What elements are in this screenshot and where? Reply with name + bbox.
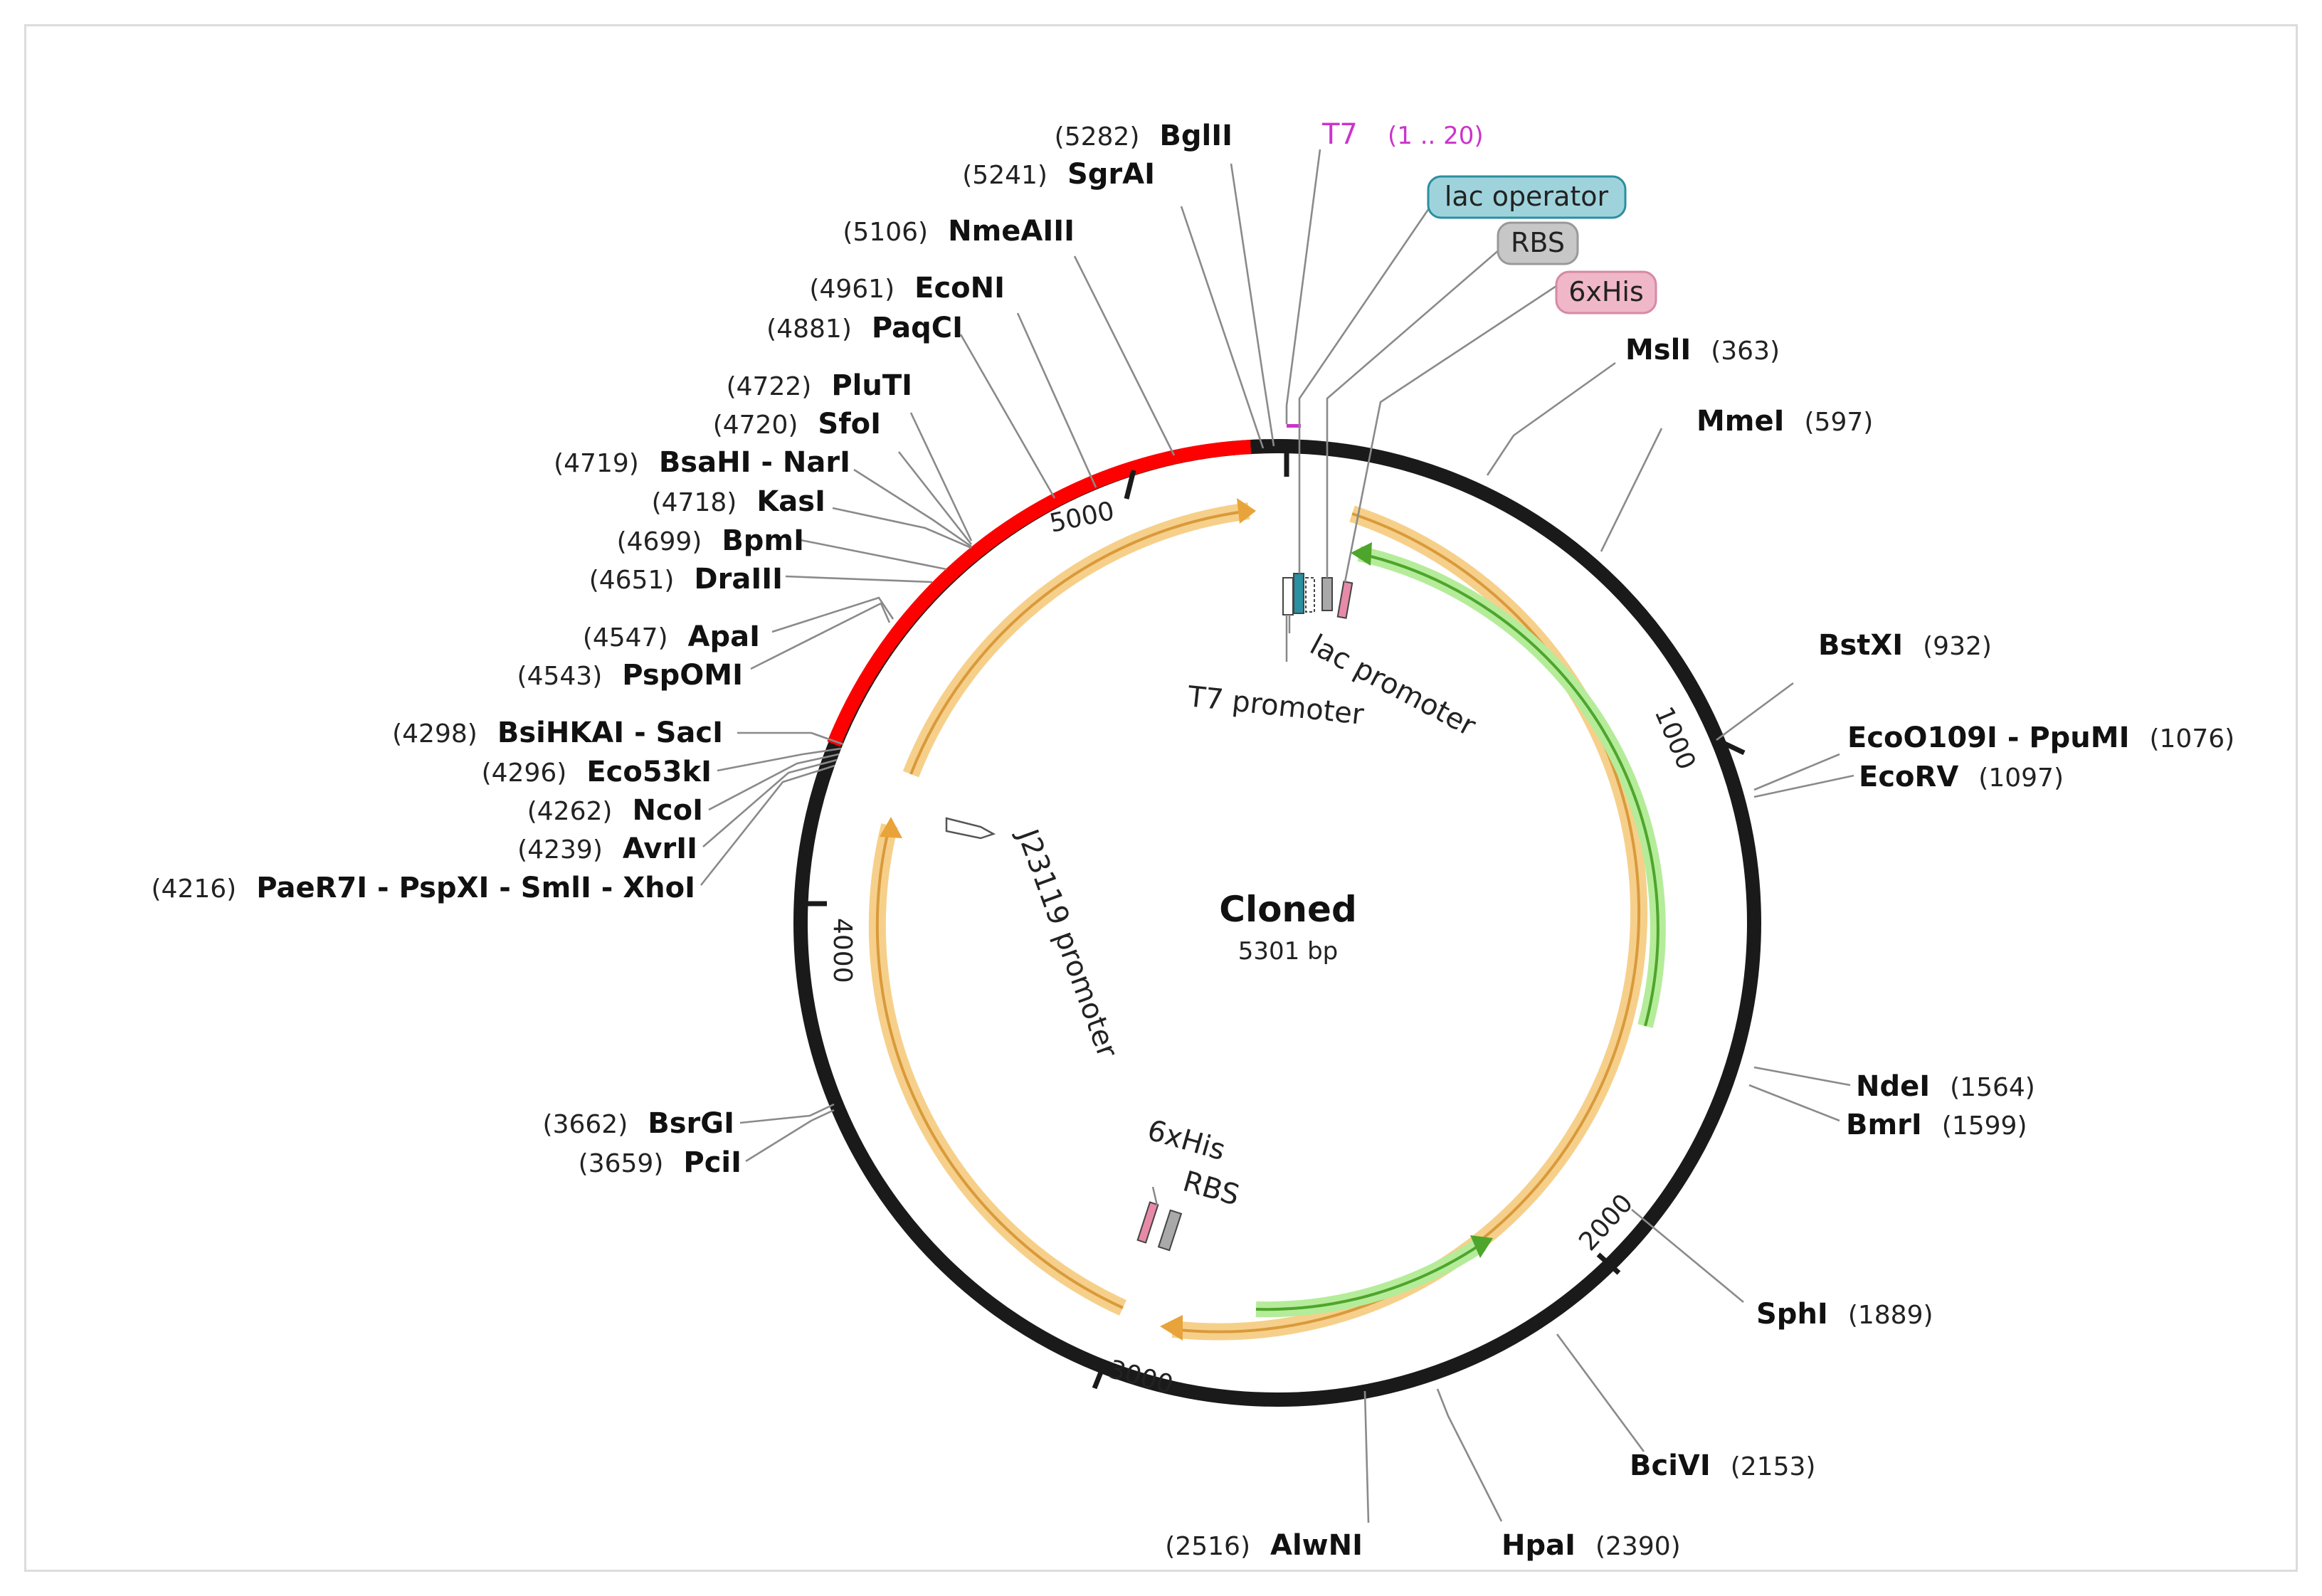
highlighted-region	[827, 440, 1252, 747]
site-label-bsihkai-saci: (4298)BsiHKAI - SacI	[392, 717, 723, 749]
site-label-msli: MslI(363)	[1625, 334, 1780, 366]
site-label-bsrgi: (3662)BsrGI	[543, 1107, 734, 1140]
t7-promoter-label: T7 promoter	[1186, 680, 1366, 731]
ruler-tick-3000	[1092, 1365, 1106, 1390]
green-arrowhead-2	[1470, 1235, 1493, 1258]
site-label-ncoi: (4262)NcoI	[527, 794, 703, 827]
left-site-labels: (5282)BglII (5241)SgrAI (5106)NmeAIII (4…	[152, 120, 1363, 1562]
site-label-econi: (4961)EcoNI	[809, 272, 1005, 305]
site-label-paer7i-pspxi-smli-xhoi: (4216)PaeR7I - PspXI - SmlI - XhoI	[152, 872, 696, 904]
ruler-tick-5000	[1124, 470, 1136, 500]
top-feature-glyphs	[1282, 424, 1353, 662]
ruler-label-3000: 3000	[1106, 1355, 1176, 1400]
rbs-glyph-top	[1321, 577, 1333, 611]
lac-promoter-glyph	[1305, 577, 1315, 613]
t7-feature-range: (1 .. 20)	[1388, 122, 1484, 150]
ruler-tick-1000	[1716, 737, 1746, 756]
site-label-draiii: (4651)DraIII	[589, 563, 783, 596]
t7-promoter-glyph	[1282, 577, 1294, 615]
site-label-eco53ki: (4296)Eco53kI	[482, 756, 712, 788]
site-label-avrii: (4239)AvrII	[517, 833, 697, 865]
orange-arrowhead-1	[1237, 498, 1256, 524]
rbs-glyph-bottom	[1157, 1209, 1183, 1252]
site-label-bmri: BmrI(1599)	[1846, 1109, 2027, 1141]
site-label-ndei: NdeI(1564)	[1856, 1070, 2035, 1103]
site-label-bsahi-nari: (4719)BsaHI - NarI	[554, 446, 850, 479]
site-label-alwni: (2516)AlwNI	[1165, 1529, 1363, 1562]
t7-feature-name: T7	[1321, 118, 1358, 151]
top-feature-callouts: T7 (1 .. 20) lac operator RBS 6xHis	[1285, 118, 1657, 583]
diagram-frame	[24, 24, 2298, 1572]
site-label-pluti: (4722)PluTI	[727, 369, 912, 402]
orange-arrowhead-3	[880, 817, 902, 838]
rbs-callout-label: RBS	[1511, 227, 1565, 258]
right-site-labels: MslI(363) MmeI(597) BstXI(932) EcoO109I …	[1502, 334, 2234, 1562]
site-label-bpmi: (4699)BpmI	[617, 524, 804, 557]
site-label-sphi: SphI(1889)	[1756, 1298, 1933, 1331]
his-glyph-top	[1336, 581, 1353, 619]
plasmid-length: 5301 bp	[1238, 937, 1339, 966]
rbs-callout-box	[1497, 221, 1579, 265]
site-label-pcii: (3659)PciI	[579, 1146, 742, 1179]
his-glyph-bottom	[1136, 1201, 1159, 1244]
lac-operator-box	[1427, 175, 1627, 219]
site-label-bcivi: BciVI(2153)	[1630, 1449, 1815, 1482]
site-label-paqci: (4881)PaqCI	[766, 312, 963, 344]
site-label-ecorv: EcoRV(1097)	[1859, 761, 2064, 793]
lac-operator-glyph	[1293, 573, 1304, 614]
site-label-bstxi: BstXI(932)	[1818, 629, 1992, 662]
left-site-leaders	[700, 163, 1370, 1523]
ruler-label-1000: 1000	[1649, 702, 1701, 773]
site-label-nmeaiii: (5106)NmeAIII	[843, 215, 1075, 248]
j23119-glyph	[945, 817, 996, 840]
j23119-promoter-label: J23119 promoter	[1010, 823, 1124, 1062]
site-label-sgrai: (5241)SgrAI	[962, 158, 1155, 191]
site-label-hpai: HpaI(2390)	[1502, 1529, 1681, 1562]
site-label-bglii: (5282)BglII	[1055, 120, 1233, 152]
right-site-leaders	[1436, 361, 1854, 1522]
orange-arc-top-left	[902, 502, 1250, 778]
site-label-sfoi: (4720)SfoI	[713, 408, 881, 440]
rbs-label-bottom: RBS	[1179, 1165, 1243, 1212]
lac-operator-label: lac operator	[1445, 181, 1609, 212]
orange-arrowhead-2	[1160, 1315, 1183, 1341]
his-callout-box	[1555, 270, 1657, 315]
site-label-apai: (4547)ApaI	[583, 620, 760, 653]
green-arrowhead-1	[1351, 542, 1372, 566]
ruler-tick-2000	[1596, 1252, 1621, 1275]
backbone-ring	[793, 439, 1761, 1407]
ruler-label-4000: 4000	[828, 918, 857, 983]
orange-features	[868, 498, 1648, 1341]
site-label-kasi: (4718)KasI	[652, 485, 825, 518]
bottom-feature-glyphs	[1136, 1186, 1183, 1252]
green-features	[1255, 542, 1666, 1318]
plasmid-name: Cloned	[1219, 889, 1356, 930]
his-label-bottom: 6xHis	[1144, 1114, 1229, 1167]
site-label-ecoo109i-ppumi: EcoO109I - PpuMI(1076)	[1847, 722, 2234, 754]
site-label-mmei: MmeI(597)	[1696, 405, 1873, 438]
t7-marker	[1287, 424, 1301, 428]
his-callout-label: 6xHis	[1568, 276, 1644, 307]
site-label-pspomi: (4543)PspOMI	[517, 659, 743, 692]
green-arc-bottom	[1255, 1237, 1487, 1318]
